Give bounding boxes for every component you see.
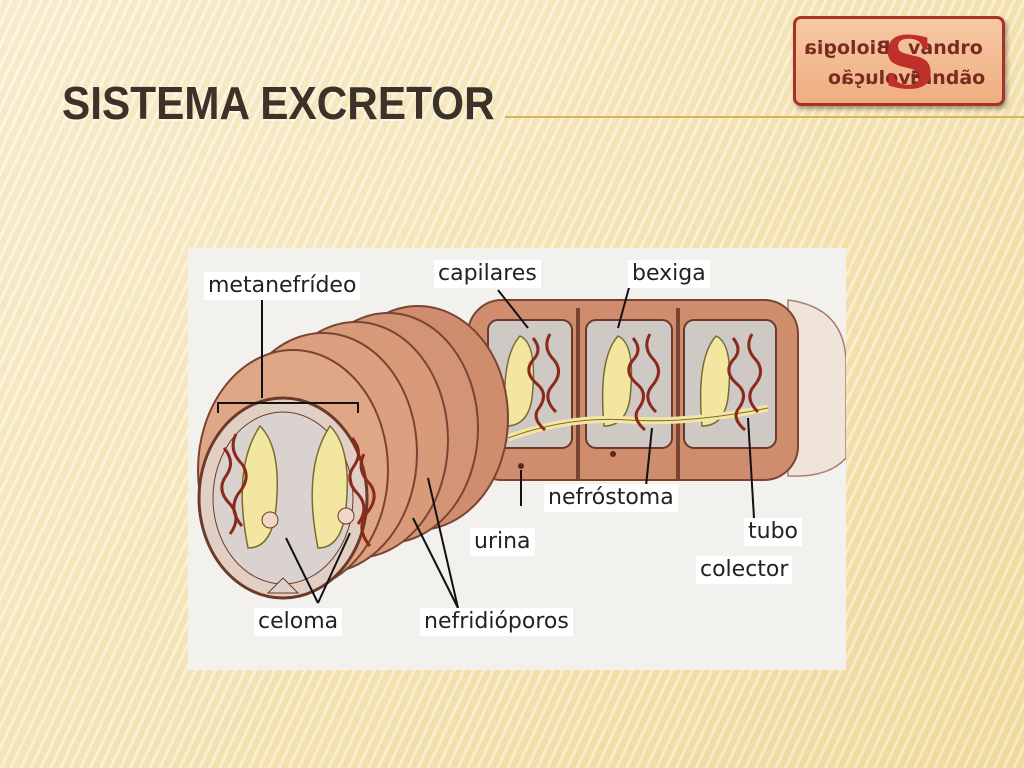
logo-mirrored-word-1: Biologia (804, 37, 891, 59)
earthworm-illustration (197, 283, 846, 609)
logo-word-2: randão (910, 67, 986, 89)
earthworm-excretory-diagram: metanefrídeo capilares bexiga nefróstoma… (188, 248, 846, 670)
leader-lines (217, 283, 755, 609)
label-colector: colector (696, 556, 793, 584)
title-underline (505, 116, 1024, 118)
logo-initial: S (883, 20, 935, 105)
label-bexiga: bexiga (628, 260, 710, 288)
slide-title: SISTEMA EXCRETOR (62, 77, 495, 129)
worm-rear-segments (467, 299, 846, 481)
label-celoma: celoma (254, 608, 343, 636)
label-nefridioporos: nefridióporos (420, 608, 573, 636)
label-nefrostoma: nefróstoma (544, 484, 678, 512)
label-capilares: capilares (434, 260, 541, 288)
nephridiopore-dot (518, 463, 524, 469)
worm-front-segments (197, 305, 509, 600)
brand-logo: Biologia vandro Evolução randão S (793, 16, 1005, 106)
nephridiopore-dot (610, 451, 616, 457)
label-tubo: tubo (744, 518, 802, 546)
label-urina: urina (470, 528, 535, 556)
logo-word-1: vandro (908, 37, 983, 59)
label-metanefrideo: metanefrídeo (204, 272, 361, 300)
